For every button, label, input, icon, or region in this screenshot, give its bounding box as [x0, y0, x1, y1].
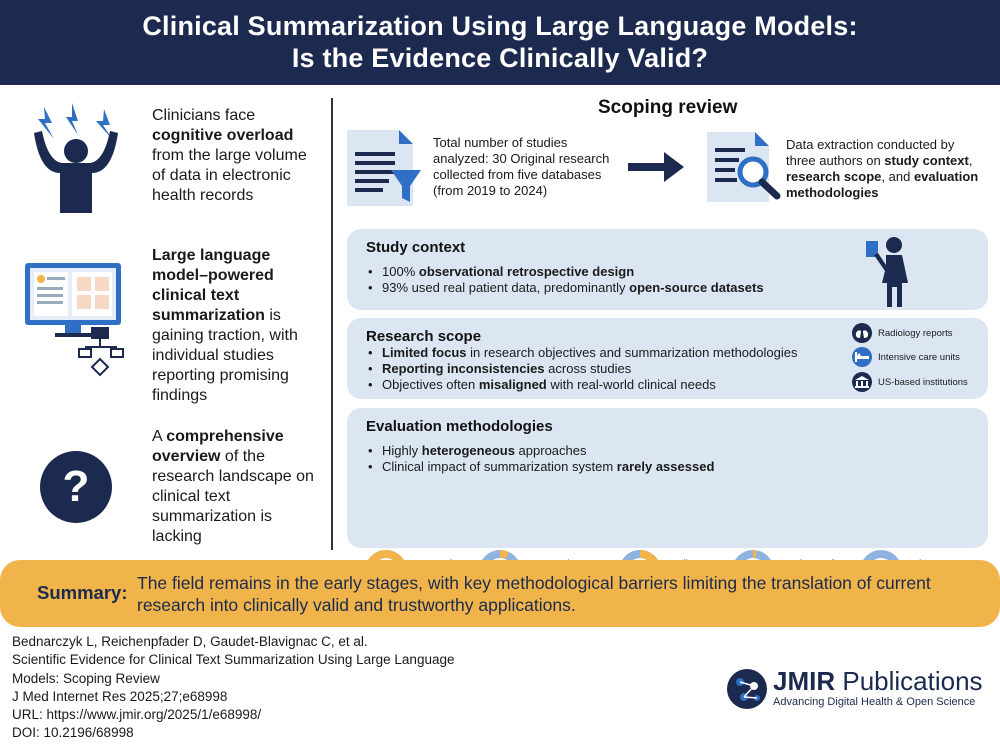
list-item: Reporting inconsistencies across studies: [366, 361, 797, 377]
summary-text: The field remains in the early stages, w…: [137, 573, 931, 615]
problem-cognitive-overload: Clinicians face cognitive overload from …: [0, 95, 330, 215]
study-context-list: 100% observational retrospective design …: [366, 264, 764, 296]
stressed-person-icon: [34, 103, 118, 213]
lungs-icon: [852, 323, 872, 343]
problem-text-3: A comprehensive overview of the research…: [152, 428, 314, 545]
citation-journal: J Med Internet Res 2025;27;e68998: [12, 688, 228, 704]
jmir-logo-icon: [727, 669, 767, 709]
step2-text: Data extraction conducted by three autho…: [786, 137, 979, 200]
list-item: Clinical impact of summarization system …: [366, 459, 714, 475]
right-arrow-icon: [628, 152, 684, 182]
citation: Bednarczyk L, Reichenpfader D, Gaudet-Bl…: [12, 633, 454, 743]
jmir-brand: JMIR Publications Advancing Digital Heal…: [726, 666, 986, 712]
document-search-icon: [707, 132, 781, 202]
brand-name: JMIR Publications: [773, 666, 983, 696]
step1-text: Total number of studies analyzed: 30 Ori…: [433, 135, 610, 198]
summary-bar: Summary: The field remains in the early …: [0, 560, 1000, 627]
citation-title-2: Models: Scoping Review: [12, 670, 160, 686]
institution-icon: [852, 372, 872, 392]
scoping-review-title: Scoping review: [598, 97, 738, 118]
column-divider: [331, 98, 333, 550]
problem-text-2: Large language model–powered clinical te…: [152, 247, 298, 404]
study-context-title: Study context: [366, 239, 466, 256]
donut-fill: [479, 550, 521, 592]
person-tablet-icon: [866, 237, 908, 307]
research-scope-list: Limited focus in research objectives and…: [366, 345, 797, 393]
brand-tagline: Advancing Digital Health & Open Science: [773, 696, 976, 708]
title-line-1: Clinical Summarization Using Large Langu…: [142, 11, 858, 41]
document-filter-icon: [347, 130, 421, 206]
problem-overview-lacking: ? A comprehensive overview of the resear…: [0, 425, 330, 545]
hospital-bed-icon: [852, 347, 872, 367]
tag-radiology: Radiology reports: [852, 322, 952, 344]
research-scope-card: Research scope Limited focus in research…: [347, 318, 988, 399]
citation-title-1: Scientific Evidence for Clinical Text Su…: [12, 652, 455, 668]
donut-fill: [732, 550, 774, 592]
donut-fill: [619, 550, 661, 592]
evaluation-title: Evaluation methodologies: [366, 418, 553, 435]
list-item: 100% observational retrospective design: [366, 264, 764, 280]
title-line-2: Is the Evidence Clinically Valid?: [291, 43, 709, 73]
tag-us-institutions: US-based institutions: [852, 371, 968, 393]
evaluation-list: Highly heterogeneous approaches Clinical…: [366, 443, 714, 475]
evaluation-card: Evaluation methodologies Highly heteroge…: [347, 408, 988, 592]
problem-text-1: Clinicians face cognitive overload from …: [152, 107, 307, 204]
list-item: Highly heterogeneous approaches: [366, 443, 714, 459]
header-banner: Clinical Summarization Using Large Langu…: [0, 0, 1000, 85]
list-item: 93% used real patient data, predominantl…: [366, 280, 764, 296]
citation-url[interactable]: URL: https://www.jmir.org/2025/1/e68998/: [12, 707, 262, 723]
list-item: Limited focus in research objectives and…: [366, 345, 797, 361]
page-title: Clinical Summarization Using Large Langu…: [0, 10, 1000, 74]
citation-doi[interactable]: DOI: 10.2196/68998: [12, 725, 134, 741]
study-context-card: Study context 100% observational retrosp…: [347, 229, 988, 310]
research-scope-title: Research scope: [366, 328, 482, 345]
left-column: Clinicians face cognitive overload from …: [0, 85, 330, 550]
question-mark-icon: ?: [40, 451, 112, 523]
list-item: Objectives often misaligned with real-wo…: [366, 377, 797, 393]
citation-authors: Bednarczyk L, Reichenpfader D, Gaudet-Bl…: [12, 634, 368, 649]
computer-workflow-icon: [25, 263, 124, 377]
summary-label: Summary:: [37, 582, 128, 603]
problem-llm-traction: Large language model–powered clinical te…: [0, 245, 330, 405]
tag-icu: Intensive care units: [852, 346, 960, 368]
